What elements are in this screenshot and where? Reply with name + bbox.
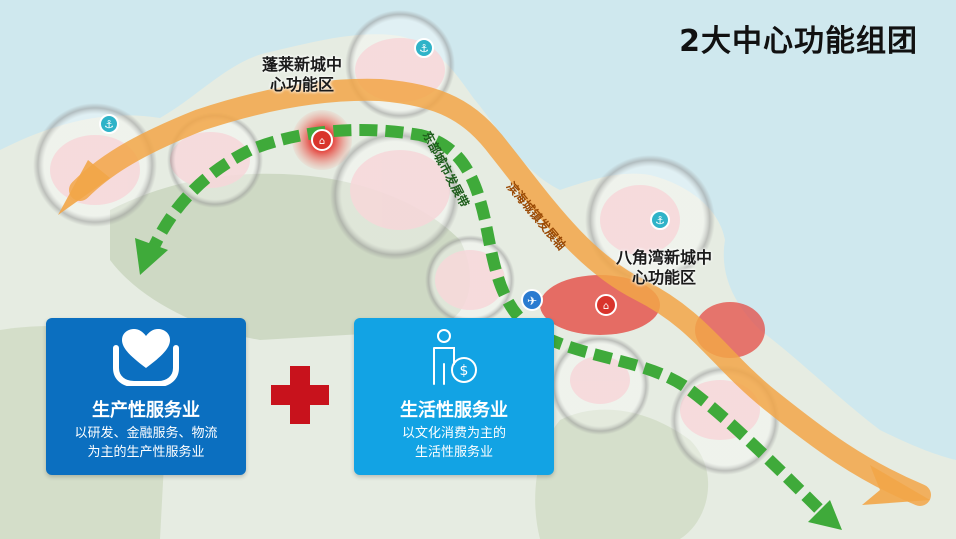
penglai-center-label: 蓬莱新城中 心功能区	[262, 55, 342, 95]
heart-hands-icon	[46, 328, 246, 387]
mountain-area-east	[535, 409, 709, 539]
svg-text:✈: ✈	[527, 294, 537, 308]
page-title: 2大中心功能组团	[679, 24, 918, 59]
card-desc-line2: 生活性服务业	[414, 445, 493, 460]
anchor-icon: ⚓	[414, 38, 434, 58]
orange-arrow-east	[862, 465, 930, 505]
card-desc-line1: 以文化消费为主的	[401, 426, 506, 441]
bajiaowan-label-line1: 八角湾新城中	[616, 248, 713, 267]
card-description: 以研发、金融服务、物流 为主的生产性服务业	[52, 424, 240, 462]
card-desc-line2: 为主的生产性服务业	[87, 445, 205, 460]
svg-text:⚓: ⚓	[419, 42, 429, 55]
bajiaowan-label-line2: 心功能区	[632, 268, 697, 287]
anchor-icon: ⚓	[650, 210, 670, 230]
bajiaowan-center-label: 八角湾新城中 心功能区	[616, 248, 712, 288]
green-arrow-west	[135, 238, 168, 275]
anchor-icon: ⚓	[99, 114, 119, 134]
svg-text:$: $	[460, 363, 469, 379]
orange-axis-path	[69, 78, 931, 506]
penglai-label-line2: 心功能区	[270, 75, 335, 94]
svg-text:⚓: ⚓	[104, 118, 114, 131]
orange-arrow-west	[58, 160, 110, 215]
svg-text:⚓: ⚓	[655, 214, 665, 227]
card-desc-line1: 以研发、金融服务、物流	[74, 426, 218, 441]
service-card-living: $ 生活性服务业 以文化消费为主的 生活性服务业	[354, 318, 554, 475]
card-title: 生产性服务业	[92, 400, 200, 421]
penglai-label-line1: 蓬莱新城中	[262, 55, 343, 74]
card-description: 以文化消费为主的 生活性服务业	[360, 424, 548, 462]
rail-station-icon: ⌂	[311, 129, 333, 151]
svg-text:⌂: ⌂	[603, 301, 609, 312]
green-axis-path	[144, 124, 835, 525]
green-arrow-east	[808, 500, 842, 530]
plus-icon	[271, 366, 329, 424]
service-card-production: 生产性服务业 以研发、金融服务、物流 为主的生产性服务业	[46, 318, 246, 475]
rail-station-icon: ⌂	[595, 294, 617, 316]
svg-text:⌂: ⌂	[319, 136, 325, 147]
airport-icon: ✈	[521, 289, 543, 311]
person-money-icon: $	[354, 328, 554, 386]
card-title: 生活性服务业	[400, 400, 508, 421]
